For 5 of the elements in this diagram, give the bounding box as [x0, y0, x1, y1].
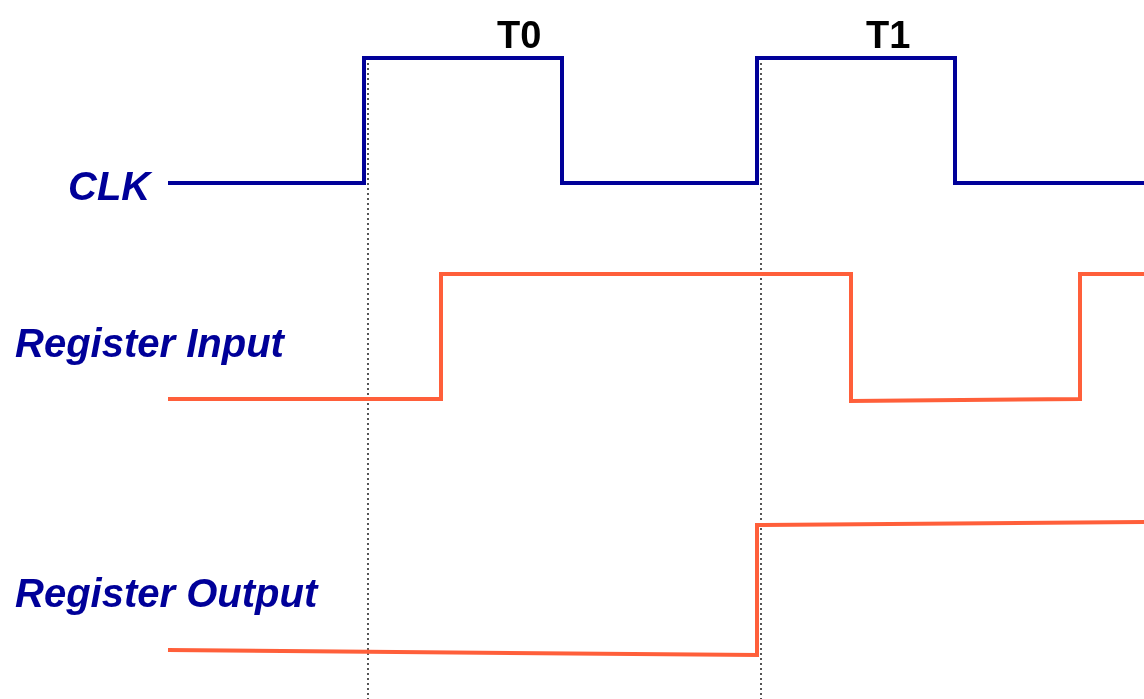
signal-label: Register Output [15, 573, 318, 613]
time-label: T1 [866, 16, 911, 54]
signal-label: Register Input [15, 323, 284, 363]
time-label: T0 [497, 16, 542, 54]
signal-label: CLK [68, 166, 151, 206]
